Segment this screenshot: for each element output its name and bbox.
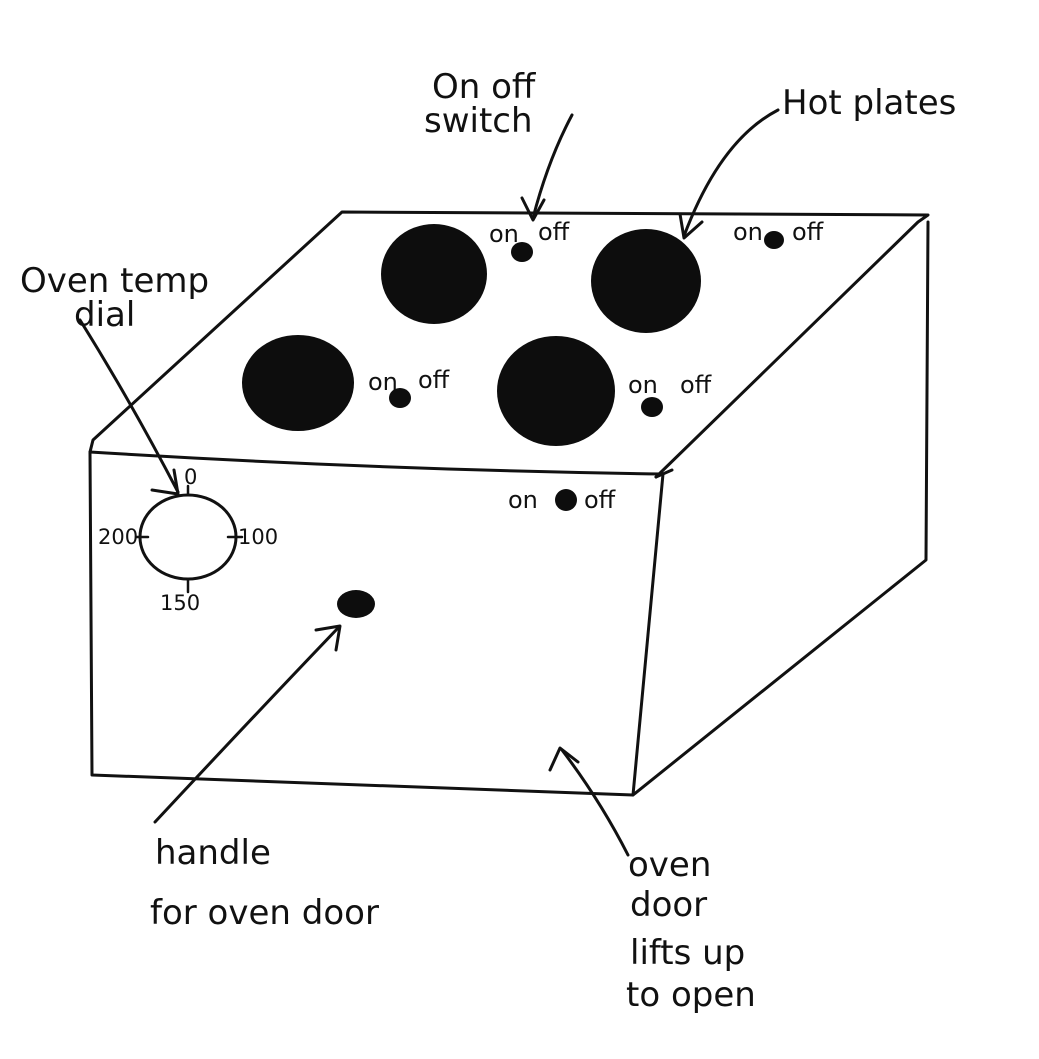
annotation-labels: On off switch Hot plates Oven temp dial … [20, 67, 956, 1015]
label-on-off-switch-line2: switch [424, 101, 533, 141]
label-oven-temp-dial-line1: Oven temp [20, 261, 209, 301]
oven-temp-dial: 0 100 150 200 [98, 465, 278, 615]
arrow-on-off-switch [531, 113, 574, 220]
switch-on-label: on [733, 218, 763, 246]
switch-labels: on off on off on off on off on off [368, 218, 824, 514]
label-oven-door-line2: door [630, 885, 707, 925]
label-oven-temp-dial-line2: dial [74, 295, 135, 335]
switch-on-label: on [368, 368, 398, 396]
dial-mark-100: 100 [238, 525, 278, 549]
label-oven-door-line3: lifts up [630, 933, 745, 973]
label-handle-line1: handle [155, 833, 271, 873]
switch-knobs [337, 231, 784, 618]
switch-on-label: on [628, 371, 658, 399]
hot-plate-back-left [381, 224, 487, 324]
top-right-edge [654, 468, 674, 479]
label-on-off-switch-line1: On off [432, 67, 537, 107]
arrow-hot-plates [682, 108, 780, 238]
dial-mark-150: 150 [160, 591, 200, 615]
dial-circle [138, 493, 238, 581]
arrow-handle [153, 626, 340, 824]
oven-door-handle [337, 590, 375, 618]
switch-off-label: off [538, 218, 570, 246]
arrowhead-oven-temp-dial [150, 468, 180, 496]
label-oven-door-line4: to open [626, 975, 756, 1015]
hot-plate-front-right [497, 336, 615, 446]
switch-on-label: on [508, 486, 538, 514]
switch-off-label: off [584, 486, 616, 514]
hot-plates [242, 224, 701, 446]
side-face-outline [631, 220, 930, 797]
switch-knob-back-left [511, 242, 533, 262]
switch-off-label: off [792, 218, 824, 246]
switch-knob-back-right [764, 231, 784, 249]
arrow-oven-door [560, 748, 630, 857]
switch-knob-oven [555, 489, 577, 511]
switch-knob-front-right [641, 397, 663, 417]
switch-knob-front-left [389, 388, 411, 408]
front-face-outline [88, 450, 665, 797]
dial-mark-0: 0 [184, 465, 197, 489]
label-hot-plates: Hot plates [782, 83, 956, 123]
arrowhead-hot-plates [678, 212, 704, 240]
switch-on-label: on [489, 220, 519, 248]
hot-plate-back-right [591, 229, 701, 333]
arrowhead-on-off-switch [520, 196, 546, 222]
switch-off-label: off [680, 371, 712, 399]
label-oven-door-line1: oven [628, 845, 711, 885]
arrowhead-handle [314, 624, 342, 652]
label-handle-line2: for oven door [150, 893, 379, 933]
arrow-oven-temp-dial [78, 318, 180, 494]
top-face-outline [88, 210, 930, 479]
switch-off-label: off [418, 366, 450, 394]
oven-box [88, 210, 930, 797]
hot-plate-front-left [242, 335, 354, 431]
annotation-arrows [78, 108, 780, 857]
dial-mark-200: 200 [98, 525, 138, 549]
arrowhead-oven-door [548, 746, 580, 772]
